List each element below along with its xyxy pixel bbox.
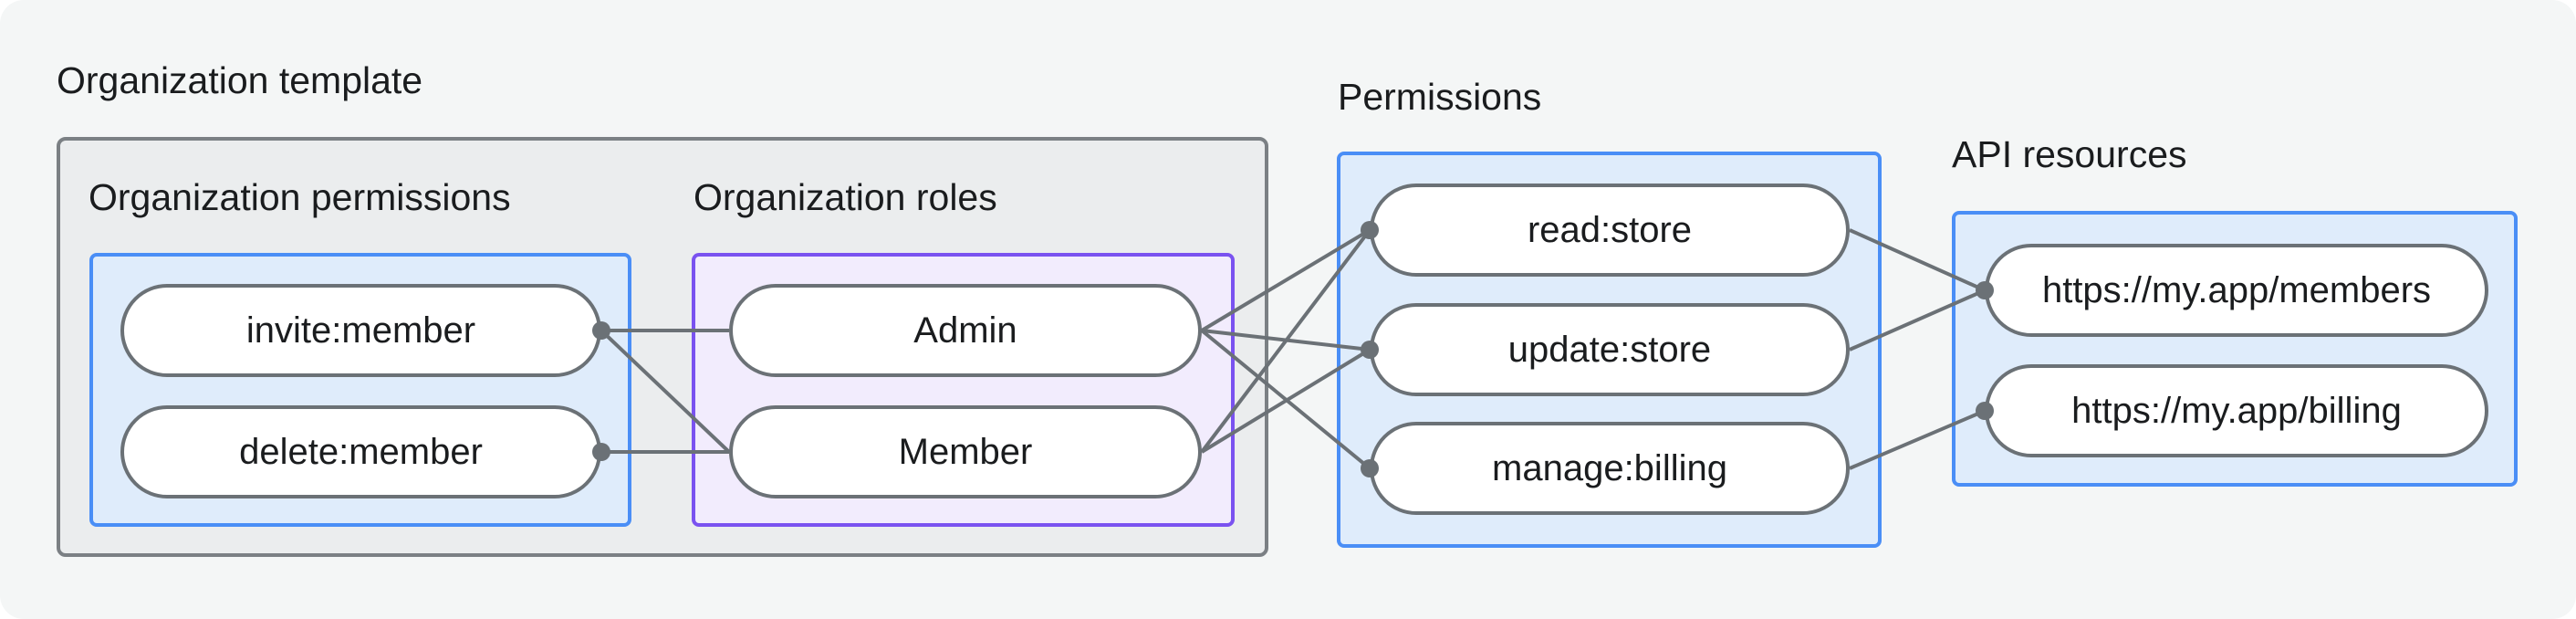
node-delete-member: delete:member xyxy=(120,405,601,498)
org-roles-heading: Organization roles xyxy=(694,176,997,218)
node-api-billing: https://my.app/billing xyxy=(1985,364,2488,457)
org-permissions-heading: Organization permissions xyxy=(89,176,511,218)
node-read-store: read:store xyxy=(1370,184,1850,277)
permissions-heading: Permissions xyxy=(1338,76,1542,118)
diagram-title: Organization template xyxy=(57,59,423,101)
node-invite-member: invite:member xyxy=(120,284,601,377)
node-update-store: update:store xyxy=(1370,303,1850,396)
node-member: Member xyxy=(729,405,1202,498)
node-api-members: https://my.app/members xyxy=(1985,244,2488,337)
api-resources-heading: API resources xyxy=(1952,133,2187,175)
node-admin: Admin xyxy=(729,284,1202,377)
node-manage-billing: manage:billing xyxy=(1370,422,1850,515)
